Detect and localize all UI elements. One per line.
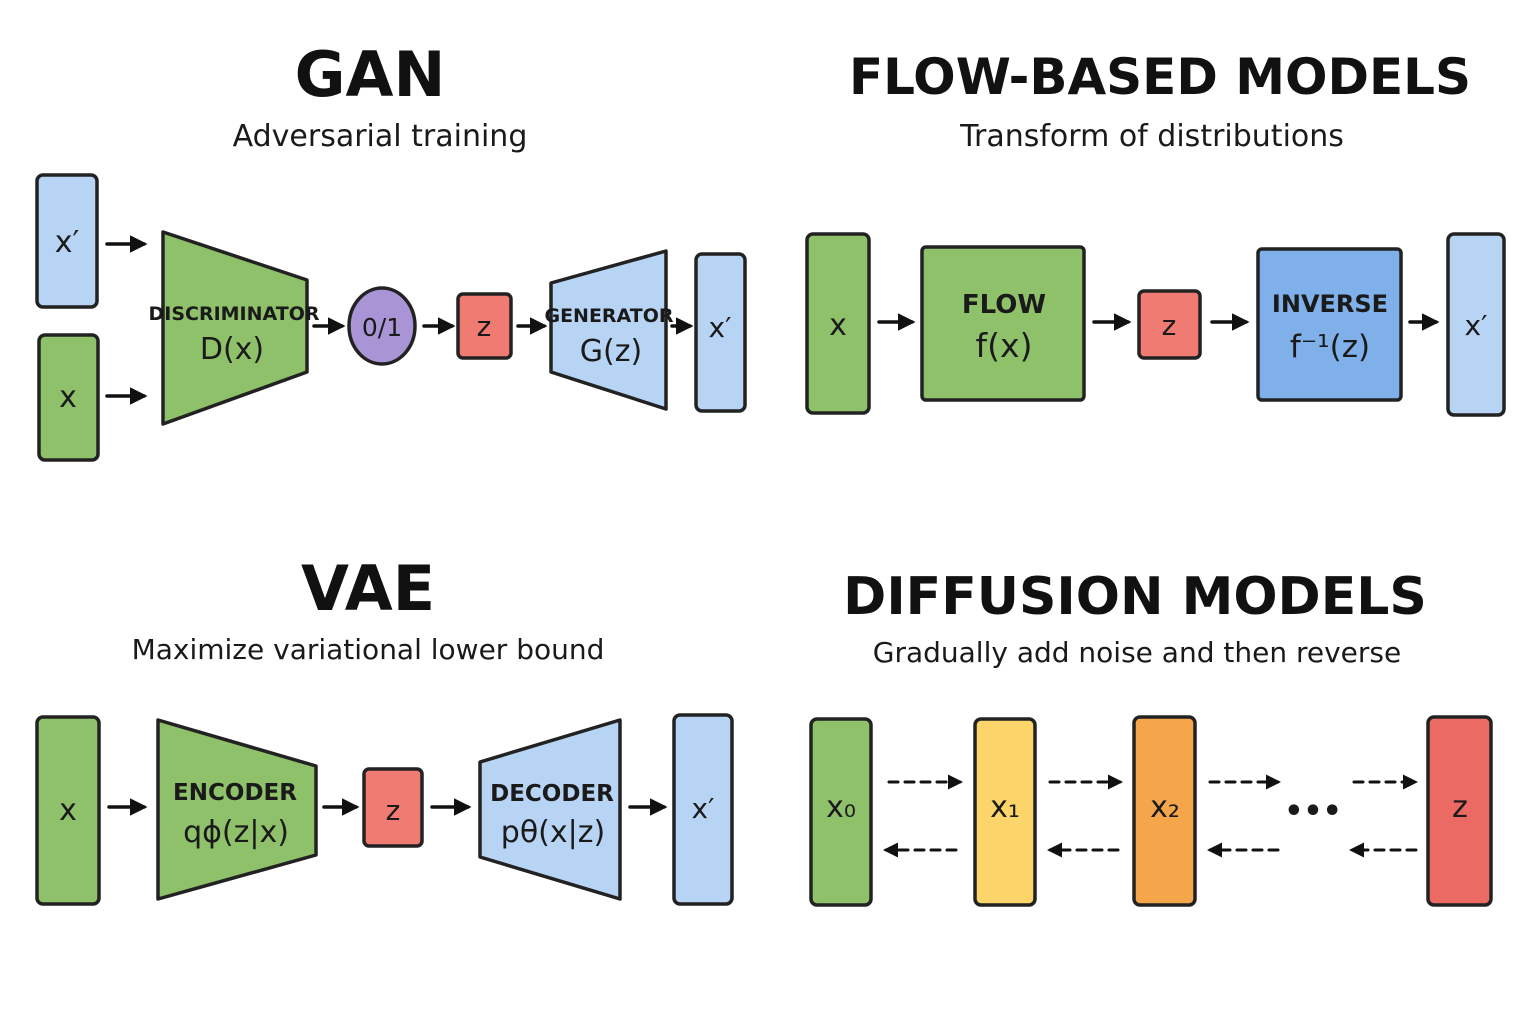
vae-input-box [35,715,101,906]
gan-real-sample-label: x [59,380,77,415]
flow-latent-label: z [1162,309,1177,342]
gan-title: GAN [295,38,446,111]
gan-latent-label: z [477,310,492,343]
encoder-label: ENCODER [173,780,297,806]
diffusion-ellipsis: ••• [1284,794,1342,829]
diffusion-subtitle: Gradually add noise and then reverse [873,636,1401,669]
gan-subtitle: Adversarial training [233,119,528,154]
diffusion-x0-box [809,717,873,907]
gan-output-node [347,286,417,366]
decoder-block [478,718,622,901]
diffusion-panel: DIFFUSION MODELS Gradually add noise and… [809,567,1493,907]
discriminator-block [161,230,309,426]
diffusion-title: DIFFUSION MODELS [843,567,1427,627]
inverse-flow-fn: f⁻¹(z) [1290,329,1370,365]
diffusion-x0-label: x₀ [826,790,856,825]
flow-title: FLOW-BASED MODELS [849,48,1471,106]
vae-output-box [672,713,734,906]
diffusion-x1-box [973,717,1037,907]
diffusion-x1-label: x₁ [990,790,1020,825]
flow-block [920,245,1086,402]
discriminator-fn: D(x) [200,332,264,367]
flow-output-box [1446,232,1506,417]
flow-latent-box [1137,289,1202,360]
decoder-fn: pθ(x|z) [501,815,605,850]
flow-input-box [805,232,871,415]
flow-panel: FLOW-BASED MODELS Transform of distribut… [805,48,1506,417]
flow-input-label: x [829,308,847,343]
flow-block-label: FLOW [962,290,1046,320]
vae-output-label: x′ [692,792,715,825]
encoder-block [156,718,318,901]
discriminator-label: DISCRIMINATOR [148,303,319,325]
vae-latent-box [362,767,424,848]
generator-block [549,249,668,411]
gan-real-sample-box [37,333,100,462]
gan-output-label: 0/1 [362,313,402,342]
flow-subtitle: Transform of distributions [959,119,1344,154]
inverse-flow-block [1256,247,1403,402]
gan-generated-sample-label: x′ [709,311,732,344]
decoder-label: DECODER [490,781,614,807]
vae-title: VAE [301,552,435,625]
vae-input-label: x [59,793,77,828]
diffusion-x2-label: x₂ [1150,790,1180,825]
vae-subtitle: Maximize variational lower bound [132,633,605,666]
diffusion-z-box [1426,715,1493,907]
vae-latent-label: z [386,794,401,827]
gan-latent-box [456,292,513,360]
encoder-fn: qϕ(z|x) [183,815,289,850]
vae-panel: VAE Maximize variational lower bound x E… [35,552,734,906]
gan-panel: GAN Adversarial training x′ x DISCRIMINA… [35,38,747,462]
diffusion-x2-box [1132,715,1197,907]
gan-fake-sample-box [35,173,99,309]
inverse-flow-label: INVERSE [1272,290,1388,318]
gan-fake-sample-label: x′ [55,225,80,260]
generator-fn: G(z) [580,334,642,369]
flow-output-label: x′ [1465,309,1488,342]
diffusion-z-label: z [1452,790,1468,825]
gan-generated-sample-box [694,252,747,413]
flow-block-fn: f(x) [976,326,1033,365]
generator-label: GENERATOR [544,305,673,327]
